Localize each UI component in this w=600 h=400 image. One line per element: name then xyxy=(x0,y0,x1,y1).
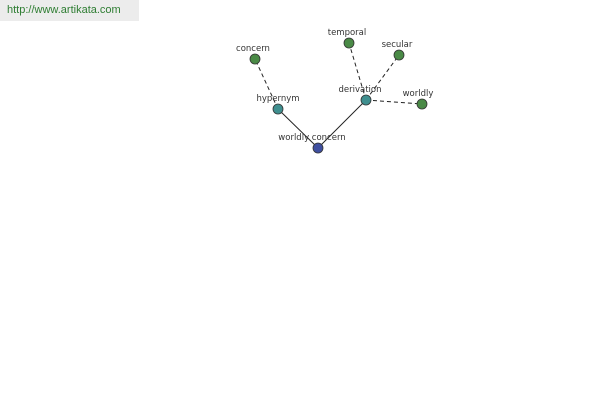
node-derivation[interactable] xyxy=(360,94,372,106)
edge-root-derivation xyxy=(317,99,367,149)
edge-derivation-temporal xyxy=(348,42,367,101)
node-label-hypernym: hypernym xyxy=(256,94,299,104)
node-worldly[interactable] xyxy=(416,98,428,110)
node-secular[interactable] xyxy=(393,49,405,61)
edges-layer xyxy=(254,42,423,149)
node-label-secular: secular xyxy=(382,40,413,50)
labels-layer: worldly concern hypernym derivation concern… xyxy=(236,28,433,143)
node-temporal[interactable] xyxy=(343,37,355,49)
node-label-worldly: worldly xyxy=(403,89,434,99)
node-concern[interactable] xyxy=(249,53,261,65)
node-label-root: worldly concern xyxy=(278,133,345,143)
node-label-concern: concern xyxy=(236,44,270,54)
source-link[interactable]: http://www.artikata.com xyxy=(0,0,139,21)
edge-derivation-worldly xyxy=(365,99,423,105)
nodes-layer xyxy=(249,37,428,154)
edge-root-hypernym xyxy=(277,108,319,149)
node-root[interactable] xyxy=(312,142,324,154)
node-label-derivation: derivation xyxy=(338,85,381,95)
edge-derivation-secular xyxy=(365,54,400,101)
edge-hypernym-concern xyxy=(254,58,279,110)
node-label-temporal: temporal xyxy=(328,28,367,38)
node-hypernym[interactable] xyxy=(272,103,284,115)
